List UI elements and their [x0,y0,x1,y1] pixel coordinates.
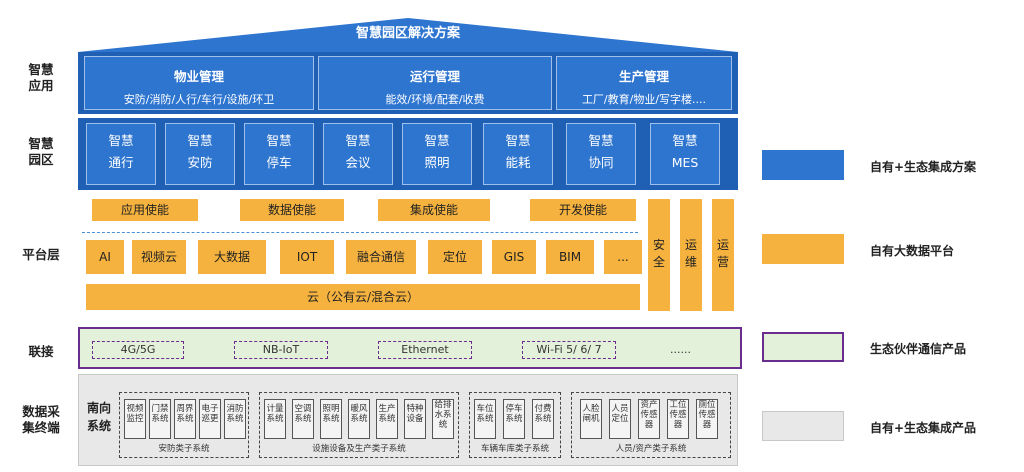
row-label-campus: 智慧园区 [28,136,54,167]
cell-production: 生产系统 [376,399,398,439]
cell-perimeter: 周界系统 [174,399,196,439]
cell-video-monitoring: 视频监控 [124,399,146,439]
module-video-cloud: 视频云 [132,240,186,274]
cell-workstation-sensor: 工位传感器 [667,399,689,439]
app-production-management: 生产管理 工厂/教育/物业/写字楼.... [556,56,732,110]
pillar-security: 安全 [648,199,670,311]
enabler-application: 应用使能 [92,199,198,221]
legend-text-integration-product: 自有+生态集成产品 [870,421,977,435]
conn-4g-5g: 4G/5G [92,341,184,359]
pillar-operations: 运营 [712,199,734,311]
cell-face-gate: 人脸闸机 [580,399,602,439]
campus-parking: 智慧停车 [244,123,314,185]
campus-access: 智慧通行 [86,123,156,185]
campus-security: 智慧安防 [165,123,235,185]
enabler-data: 数据使能 [240,199,344,221]
group-security-subsystems: 视频监控 门禁系统 周界系统 电子巡更 消防系统 安防类子系统 [119,392,249,458]
module-ai: AI [86,240,124,274]
row-label-platform: 平台层 [22,247,60,262]
cell-parking: 停车系统 [503,399,525,439]
conn-ethernet: Ethernet [378,341,472,359]
cell-special-equipment: 特种设备 [404,399,426,439]
legend-text-partner-comm: 生态伙伴通信产品 [870,342,967,356]
cell-metering: 计量系统 [264,399,286,439]
enabler-integration: 集成使能 [378,199,490,221]
cloud-bar: 云（公有云/混合云） [86,284,640,310]
legend-swatch-big-data-platform [762,234,844,264]
app-operation-management: 运行管理 能效/环境/配套/收费 [318,56,552,110]
group-personnel-asset-subsystems: 人脸闸机 人员定位 资产传感器 工位传感器 厕位传感器 人员/资产类子系统 [571,392,731,458]
cell-patrol: 电子巡更 [199,399,221,439]
roof-triangle [78,18,738,52]
campus-energy: 智慧能耗 [483,123,553,185]
smart-app-layer: 物业管理 安防/消防/人行/车行/设施/环卫 运行管理 能效/环境/配套/收费 … [78,52,738,114]
solution-title: 智慧园区解决方案 [355,26,460,41]
enabler-development: 开发使能 [530,199,636,221]
cell-hvac: 空调系统 [292,399,314,439]
group-label: 人员/资产类子系统 [615,444,687,454]
cell-person-positioning: 人员定位 [609,399,631,439]
legend-text-integration-solution: 自有+生态集成方案 [870,160,977,174]
app-property-management: 物业管理 安防/消防/人行/车行/设施/环卫 [84,56,314,110]
module-bim: BIM [546,240,594,274]
cell-fire: 消防系统 [224,399,246,439]
conn-nb-iot: NB-IoT [234,341,328,359]
group-vehicle-subsystems: 车位系统 停车系统 付费系统 车辆车库类子系统 [469,392,561,458]
cell-parking-space: 车位系统 [474,399,496,439]
campus-collaboration: 智慧协同 [566,123,636,185]
pillar-maintenance: 运维 [680,199,702,311]
cell-payment: 付费系统 [532,399,554,439]
conn-more: ...... [670,343,691,356]
conn-wifi: Wi-Fi 5/ 6/ 7 [522,341,616,359]
cell-restroom-sensor: 厕位传感器 [696,399,718,439]
campus-lighting: 智慧照明 [402,123,472,185]
row-label-terminal: 数据采集终端 [22,404,60,435]
cell-water: 给排水系统 [432,399,454,439]
cell-asset-sensor: 资产传感器 [638,399,660,439]
cell-lighting: 照明系统 [320,399,342,439]
legend-swatch-partner-comm [762,332,844,362]
group-label: 安防类子系统 [158,444,210,454]
module-iot: IOT [280,240,334,274]
module-unified-comm: 融合通信 [346,240,416,274]
legend-text-big-data-platform: 自有大数据平台 [870,244,955,258]
cell-access-control: 门禁系统 [149,399,171,439]
group-label: 设施设备及生产类子系统 [312,444,406,454]
group-facility-subsystems: 计量系统 空调系统 照明系统 暖风系统 生产系统 特种设备 给排水系统 设施设备… [259,392,459,458]
module-positioning: 定位 [428,240,482,274]
cell-heating: 暖风系统 [348,399,370,439]
row-label-connect: 联接 [28,344,54,359]
campus-meeting: 智慧会议 [323,123,393,185]
module-more: ... [604,240,642,274]
legend-swatch-integration-product [762,411,844,441]
module-big-data: 大数据 [198,240,266,274]
platform-divider [82,232,638,233]
group-label: 车辆车库类子系统 [480,444,549,454]
connectivity-layer: 4G/5G NB-IoT Ethernet Wi-Fi 5/ 6/ 7 ....… [78,327,742,369]
module-gis: GIS [492,240,536,274]
terminal-layer: 南向系统 视频监控 门禁系统 周界系统 电子巡更 消防系统 安防类子系统 计量系… [78,374,738,466]
south-system-label: 南向系统 [87,401,112,433]
row-label-app: 智慧应用 [28,62,54,93]
legend-swatch-integration-solution [762,150,844,180]
